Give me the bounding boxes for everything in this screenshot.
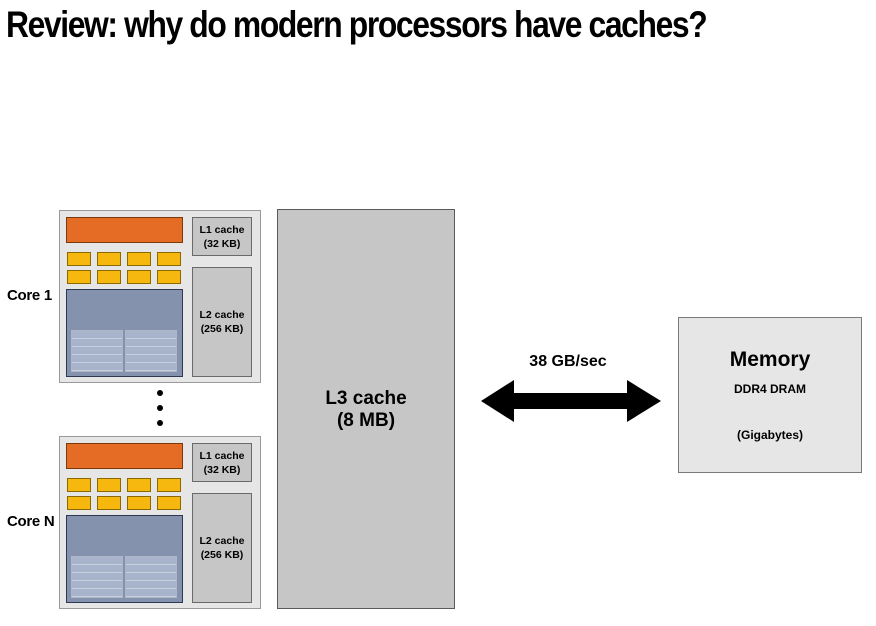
l2-cache: L2 cache (256 KB) — [192, 267, 252, 377]
ellipsis-dot — [157, 420, 163, 426]
core-1-label: Core 1 — [7, 287, 52, 304]
l3-cache-size: (8 MB) — [336, 410, 396, 431]
l1-cache-label: L1 cache — [199, 223, 245, 236]
register-file — [125, 330, 177, 372]
alu — [157, 478, 181, 492]
ellipsis-dot — [157, 405, 163, 411]
l3-cache — [277, 209, 455, 609]
alu — [67, 496, 91, 510]
alu — [127, 496, 151, 510]
l3-cache-text: L3 cache (8 MB) — [277, 388, 455, 432]
memory-type: DDR4 DRAM — [734, 382, 806, 396]
alu — [157, 270, 181, 284]
alu — [67, 252, 91, 266]
core-n-label: Core N — [7, 513, 55, 530]
slide-title: Review: why do modern processors have ca… — [6, 4, 708, 45]
core-n: L1 cache (32 KB) L2 cache (256 KB) — [59, 436, 261, 609]
l1-cache-size: (32 KB) — [203, 463, 241, 476]
l1-cache: L1 cache (32 KB) — [192, 217, 252, 256]
alu — [97, 496, 121, 510]
l1-cache: L1 cache (32 KB) — [192, 443, 252, 482]
alu — [157, 496, 181, 510]
l1-cache-label: L1 cache — [199, 449, 245, 462]
l1-cache-size: (32 KB) — [203, 237, 241, 250]
alu — [67, 478, 91, 492]
bidirectional-arrow-icon — [481, 380, 661, 422]
l2-cache-size: (256 KB) — [200, 549, 244, 561]
core-1: L1 cache (32 KB) L2 cache (256 KB) — [59, 210, 261, 383]
l2-cache-label: L2 cache — [199, 535, 245, 547]
l2-cache: L2 cache (256 KB) — [192, 493, 252, 603]
alu — [127, 270, 151, 284]
register-file — [71, 556, 123, 598]
alu — [127, 252, 151, 266]
register-file — [71, 330, 123, 372]
register-file — [125, 556, 177, 598]
l2-cache-label: L2 cache — [199, 309, 245, 321]
bandwidth-label: 38 GB/sec — [529, 353, 607, 370]
memory-title: Memory — [729, 348, 811, 371]
execution-context — [66, 289, 183, 377]
memory-size: (Gigabytes) — [736, 428, 803, 442]
alu — [97, 252, 121, 266]
execution-context — [66, 515, 183, 603]
alu — [97, 270, 121, 284]
l3-cache-label: L3 cache — [325, 388, 407, 409]
ellipsis-dot — [157, 390, 163, 396]
alu — [97, 478, 121, 492]
alu — [127, 478, 151, 492]
memory-box: Memory DDR4 DRAM (Gigabytes) — [678, 317, 862, 473]
alu — [157, 252, 181, 266]
fetch-decode-unit — [66, 217, 183, 243]
alu — [67, 270, 91, 284]
fetch-decode-unit — [66, 443, 183, 469]
l2-cache-size: (256 KB) — [200, 323, 244, 335]
